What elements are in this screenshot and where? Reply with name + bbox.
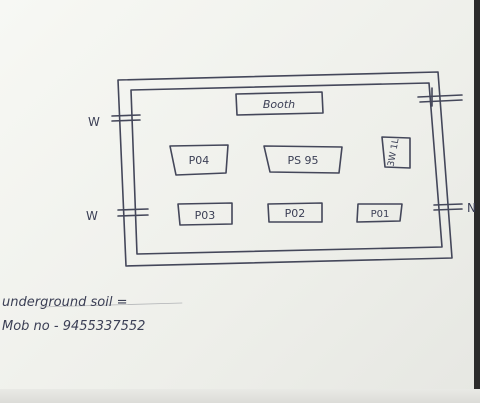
- edge-shadow: [474, 0, 480, 403]
- room-ps95-label: PS 95: [287, 154, 318, 167]
- note-line-2: Mob no - 9455337552: [2, 319, 145, 334]
- room-p04-box: [169, 144, 229, 176]
- room-booth-label: Booth: [263, 98, 295, 111]
- room-p01-box: [356, 203, 403, 223]
- paper-bottom-edge: [0, 389, 480, 403]
- room-booth-box: [235, 91, 324, 116]
- window-mark-bottom: W: [86, 209, 98, 223]
- room-p01-label: P01: [371, 209, 390, 220]
- room-p04-label: P04: [189, 154, 210, 167]
- left-window-bottom: [117, 208, 149, 217]
- right-window-bottom: [433, 203, 463, 211]
- note-line-1: underground soil =: [2, 295, 127, 310]
- window-mark-top: W: [88, 115, 100, 129]
- room-p03-label: P03: [195, 209, 216, 222]
- room-p02-box: [267, 202, 323, 223]
- room-p03-box: [177, 202, 233, 226]
- outer-wall: [117, 71, 453, 267]
- right-mark: N: [467, 201, 476, 215]
- right-window-top: [417, 87, 463, 107]
- room-side-label: 3W 1L: [387, 138, 402, 168]
- room-side-box: [381, 136, 411, 169]
- room-p02-label: P02: [285, 207, 306, 220]
- inner-wall: [130, 82, 443, 255]
- left-window-top: [111, 114, 141, 122]
- room-ps95-box: [263, 145, 343, 174]
